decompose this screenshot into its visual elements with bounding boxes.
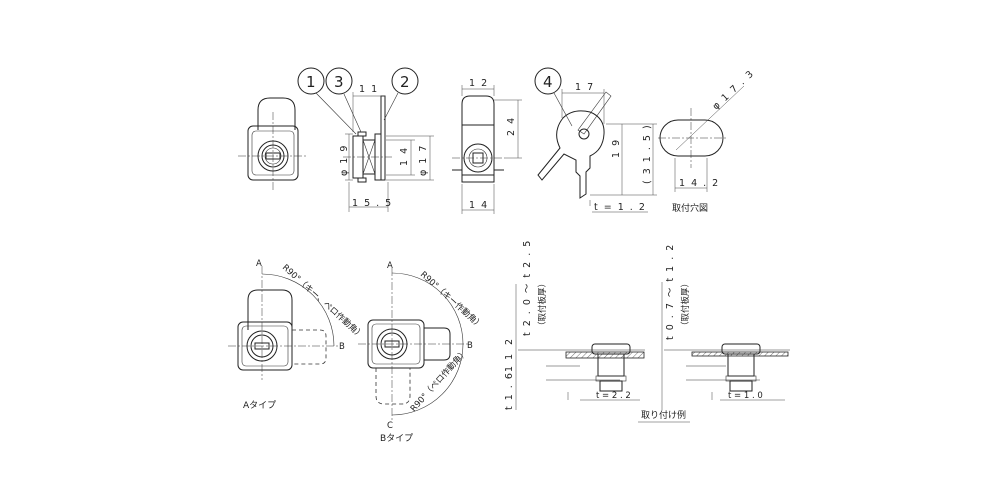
dim-24: 2 4 [506,116,517,136]
dim-phi19: φ 1 9 [339,144,350,176]
mount-example-caption: 取り付け例 [641,409,686,421]
front-view [238,97,308,192]
dim-14-2: 1 4 . 2 [679,178,720,189]
side-view: φ 1 9 1 4 φ 1 7 1 1 1 5 . 5 1 3 2 [297,67,434,212]
callout-1: 1 [306,73,316,91]
dim-31-5: ( 3 1 . 5 ) [642,124,653,184]
callout-4: 4 [543,73,553,91]
thick1: t 2 . 0 ～ t 2 . 5 [522,239,533,336]
dim-14: 1 4 [399,146,410,166]
mounting-hole-view: φ 1 7 . 3 1 4 . 2 取付穴図 [658,68,757,214]
label-A1: A [256,259,262,269]
r90-b1: R90°（キー作動角） [418,269,485,331]
label-A2: A [387,261,393,271]
r90-b2: R90°（ペロ作動角） [408,347,470,414]
callout-2: 2 [400,73,410,91]
label-B2: B [467,341,473,351]
thick2-sub: （取付板厚） [680,279,691,330]
v11: 1 1 [504,352,515,372]
label-C2: C [387,421,393,431]
key-view: 1 7 1 9 ( 3 1 . 5 ) 4 t = 1 . 2 [534,67,657,213]
dim-17: 1 7 [575,82,595,93]
r90-a: R90°（キー、ペロ作動角） [280,262,366,341]
a-type-caption: Aタイプ [243,400,276,411]
dim-phi17-3: φ 1 7 . 3 [711,68,757,112]
t16: t 1 . 6 [504,372,515,410]
label-B1: B [339,342,345,352]
mount-hole-caption: 取付穴図 [672,202,708,214]
t22: t = 2 . 2 [596,391,631,401]
b-type-caption: Bタイプ [380,433,413,444]
dim-phi17: φ 1 7 [418,144,429,176]
dim-11: 1 1 [359,84,379,95]
thick1-sub: （取付板厚） [537,279,548,330]
dim-14b: 1 4 [469,200,489,211]
mounting-example-1: t 2 . 0 ～ t 2 . 5 （取付板厚） 2 1 1 t 1 . 6 t… [504,239,645,410]
mounting-example-2: t 0 . 7 ～ t 1 . 2 （取付板厚） t = 1 . 0 [661,243,790,410]
a-type-view: A B R90°（キー、ペロ作動角） Aタイプ [228,259,366,411]
thick2: t 0 . 7 ～ t 1 . 2 [665,243,676,340]
back-view: 1 2 2 4 1 4 [452,78,522,214]
t10: t = 1 . 0 [728,391,763,401]
callout-3: 3 [334,73,344,91]
dim-19: 1 9 [611,138,622,158]
b-type-view: A B C R90°（キー作動角） R90°（ペロ作動角） Bタイプ [358,261,485,444]
v2: 2 [504,337,515,345]
dim-12: 1 2 [469,78,489,89]
dim-t12: t = 1 . 2 [594,202,646,213]
dim-15-5: 1 5 . 5 [352,198,393,209]
